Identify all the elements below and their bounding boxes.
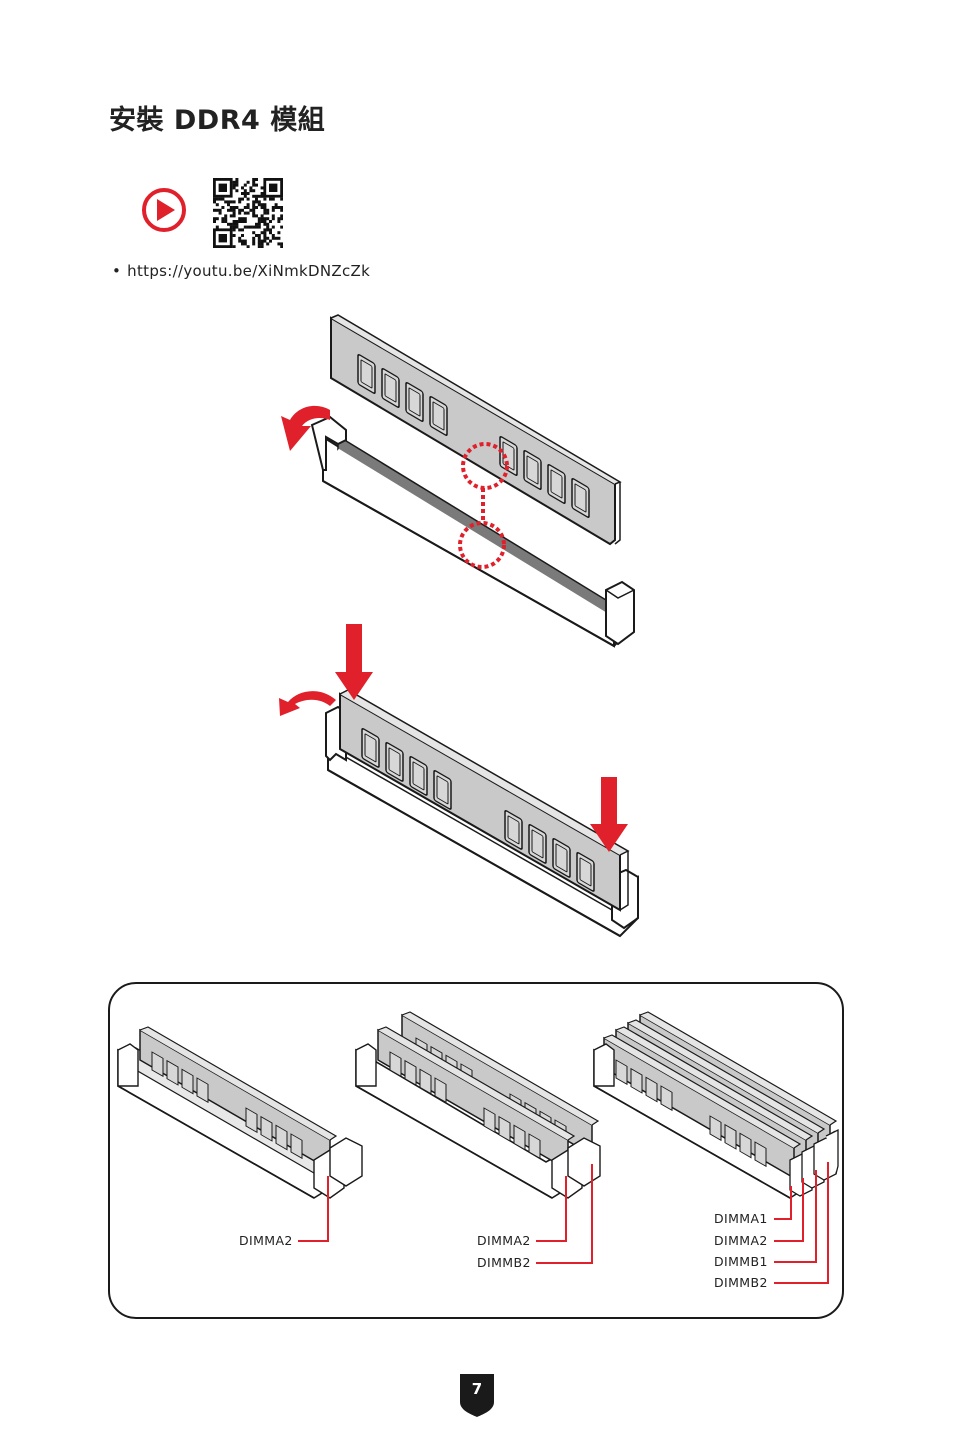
qr-code-icon[interactable] — [213, 178, 283, 248]
leader-line — [774, 1170, 817, 1263]
slot-config-box — [108, 982, 844, 1319]
slot-label-dimmb1: DIMMB1 — [714, 1254, 768, 1269]
video-link[interactable]: • https://youtu.be/XiNmkDNZcZk — [112, 262, 370, 280]
play-icon[interactable] — [140, 186, 188, 234]
config-one-module — [117, 1026, 363, 1199]
down-arrow-icon — [335, 624, 373, 700]
bullet: • — [112, 262, 122, 280]
slot-label-dimma2: DIMMA2 — [239, 1233, 293, 1248]
slot-label-dimma2: DIMMA2 — [714, 1233, 768, 1248]
video-link-text[interactable]: https://youtu.be/XiNmkDNZcZk — [127, 262, 371, 280]
slot-label-dimma2: DIMMA2 — [477, 1233, 531, 1248]
slot-label-dimmb2: DIMMB2 — [477, 1255, 531, 1270]
leader-line — [536, 1164, 593, 1264]
video-row — [140, 178, 290, 250]
slot-label-dimma1: DIMMA1 — [714, 1211, 768, 1226]
config-two-modules — [355, 1011, 601, 1199]
page-badge-icon — [460, 1374, 494, 1417]
config-four-modules — [593, 1011, 839, 1199]
down-arrow-icon — [590, 777, 628, 852]
page-number: 7 — [471, 1380, 483, 1398]
page-title: 安裝 DDR4 模組 — [109, 105, 326, 136]
leader-line — [298, 1176, 329, 1242]
leader-line — [774, 1162, 829, 1284]
step2-module — [339, 689, 630, 912]
leader-line — [774, 1178, 804, 1242]
rotate-arrow-icon — [279, 691, 336, 716]
leader-line — [536, 1176, 567, 1242]
step1-module — [330, 314, 622, 546]
slot-label-dimmb2: DIMMB2 — [714, 1275, 768, 1290]
rotate-arrow-icon — [281, 405, 330, 451]
notch-alignment — [458, 442, 509, 569]
leader-line — [774, 1186, 792, 1220]
